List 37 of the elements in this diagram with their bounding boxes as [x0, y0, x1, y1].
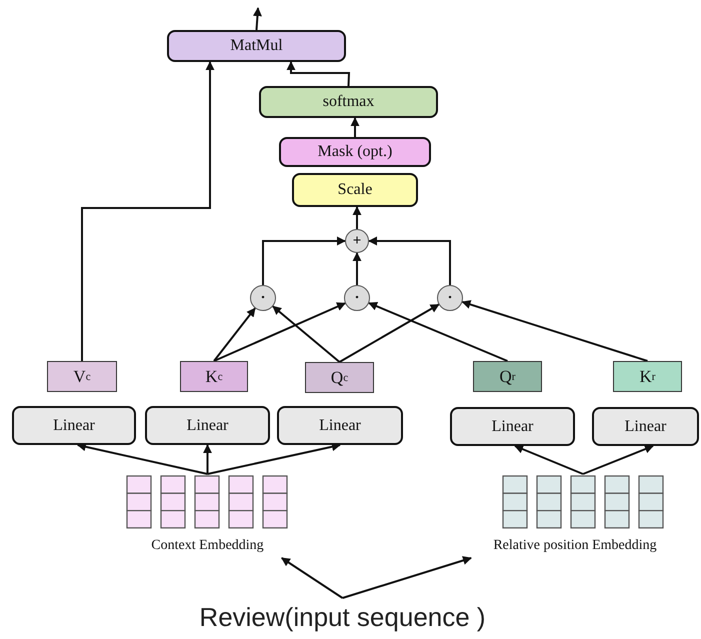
arrow [342, 556, 472, 599]
arrow [281, 557, 344, 599]
arrow [582, 444, 654, 475]
input-caption: Review(input sequence ) [170, 598, 515, 636]
linear-layer-box: Linear [592, 407, 699, 446]
operation-box: Mask (opt.) [279, 137, 431, 167]
linear-layer-box: Linear [277, 406, 403, 445]
arrow [207, 442, 341, 475]
arrow [203, 444, 212, 474]
operator-circle: · [437, 285, 463, 311]
operator-circle: + [345, 229, 369, 253]
arrow [368, 236, 451, 285]
arrow [514, 444, 584, 475]
arrow [262, 236, 346, 285]
arrow [339, 304, 440, 363]
embedding-caption: Context Embedding [150, 538, 265, 554]
arrow [214, 302, 346, 362]
arrow [286, 61, 350, 86]
operation-box: Scale [292, 173, 418, 207]
arrow [352, 252, 362, 285]
arrow [368, 302, 508, 362]
linear-layer-box: Linear [145, 406, 270, 445]
arrow [81, 61, 214, 361]
arrow [272, 306, 340, 363]
arrow [76, 442, 208, 475]
operator-circle: · [250, 285, 276, 311]
arrow [462, 300, 648, 362]
arrow [352, 206, 362, 229]
operation-box: softmax [259, 86, 438, 118]
operation-box: MatMul [167, 30, 346, 62]
linear-layer-box: Linear [12, 406, 136, 445]
linear-layer-box: Linear [450, 407, 575, 446]
arrow [252, 7, 262, 30]
embedding-caption: Relative position Embedding [492, 538, 658, 554]
arrow [350, 117, 360, 137]
operator-circle: · [344, 285, 370, 311]
arrow [213, 308, 256, 362]
